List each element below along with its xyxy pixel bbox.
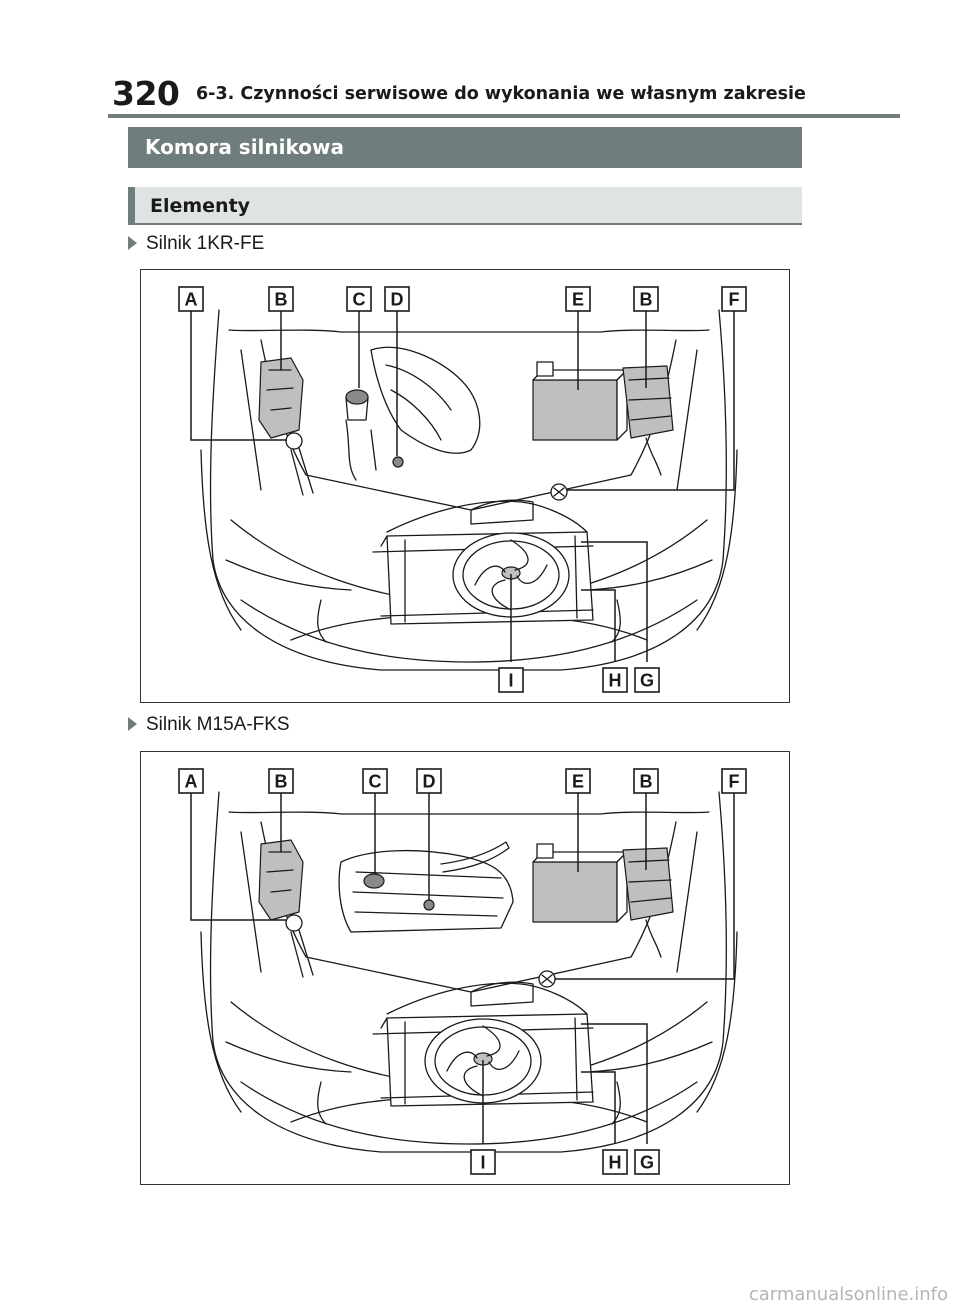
label-f: F [721,768,747,794]
svg-text:A: A [185,772,198,792]
engine-bay-illustration: A B C D E B F I [178,286,747,693]
header-divider [108,114,900,118]
engine-bay-illustration: A B C D E B F I [178,768,747,1175]
label-b-right: B [633,768,659,794]
svg-text:B: B [275,772,288,792]
watermark: carmanualsonline.info [748,1284,948,1305]
label-d: D [384,286,410,312]
svg-text:H: H [609,671,622,691]
label-a: A [178,768,204,794]
label-i: I [470,1149,496,1175]
svg-text:E: E [572,772,584,792]
svg-text:A: A [185,290,198,310]
label-d: D [416,768,442,794]
label-g: G [634,1149,660,1175]
svg-text:F: F [729,290,740,310]
engine-caption-2: Silnik M15A-FKS [128,714,290,736]
svg-text:I: I [508,671,513,691]
engine-caption-text: Silnik 1KR-FE [146,233,265,254]
subsection-title: Elementy [128,187,802,225]
engine-caption-text: Silnik M15A-FKS [146,714,290,735]
svg-text:I: I [480,1153,485,1173]
label-g: G [634,667,660,693]
label-e: E [565,286,591,312]
label-b-right: B [633,286,659,312]
label-h: H [602,667,628,693]
bullet-arrow-icon [128,236,137,250]
engine-bay-diagram-m15a-fks: A B C D E B F I [140,751,790,1185]
svg-text:F: F [729,772,740,792]
bullet-arrow-icon [128,717,137,731]
label-h: H [602,1149,628,1175]
section-title: Komora silnikowa [128,127,802,168]
page-number: 320 [112,74,180,113]
svg-text:D: D [423,772,436,792]
label-b: B [268,768,294,794]
svg-text:H: H [609,1153,622,1173]
label-f: F [721,286,747,312]
label-c: C [362,768,388,794]
label-i: I [498,667,524,693]
svg-text:G: G [640,1153,654,1173]
svg-text:B: B [275,290,288,310]
svg-text:E: E [572,290,584,310]
svg-text:G: G [640,671,654,691]
engine-caption-1: Silnik 1KR-FE [128,233,264,255]
chapter-title: 6-3. Czynności serwisowe do wykonania we… [196,84,806,104]
label-b: B [268,286,294,312]
label-e: E [565,768,591,794]
svg-text:D: D [391,290,404,310]
svg-text:C: C [369,772,382,792]
engine-bay-diagram-1kr-fe: A B C D E B F I [140,269,790,703]
svg-text:B: B [640,290,653,310]
label-c: C [346,286,372,312]
svg-text:C: C [353,290,366,310]
label-a: A [178,286,204,312]
svg-text:B: B [640,772,653,792]
